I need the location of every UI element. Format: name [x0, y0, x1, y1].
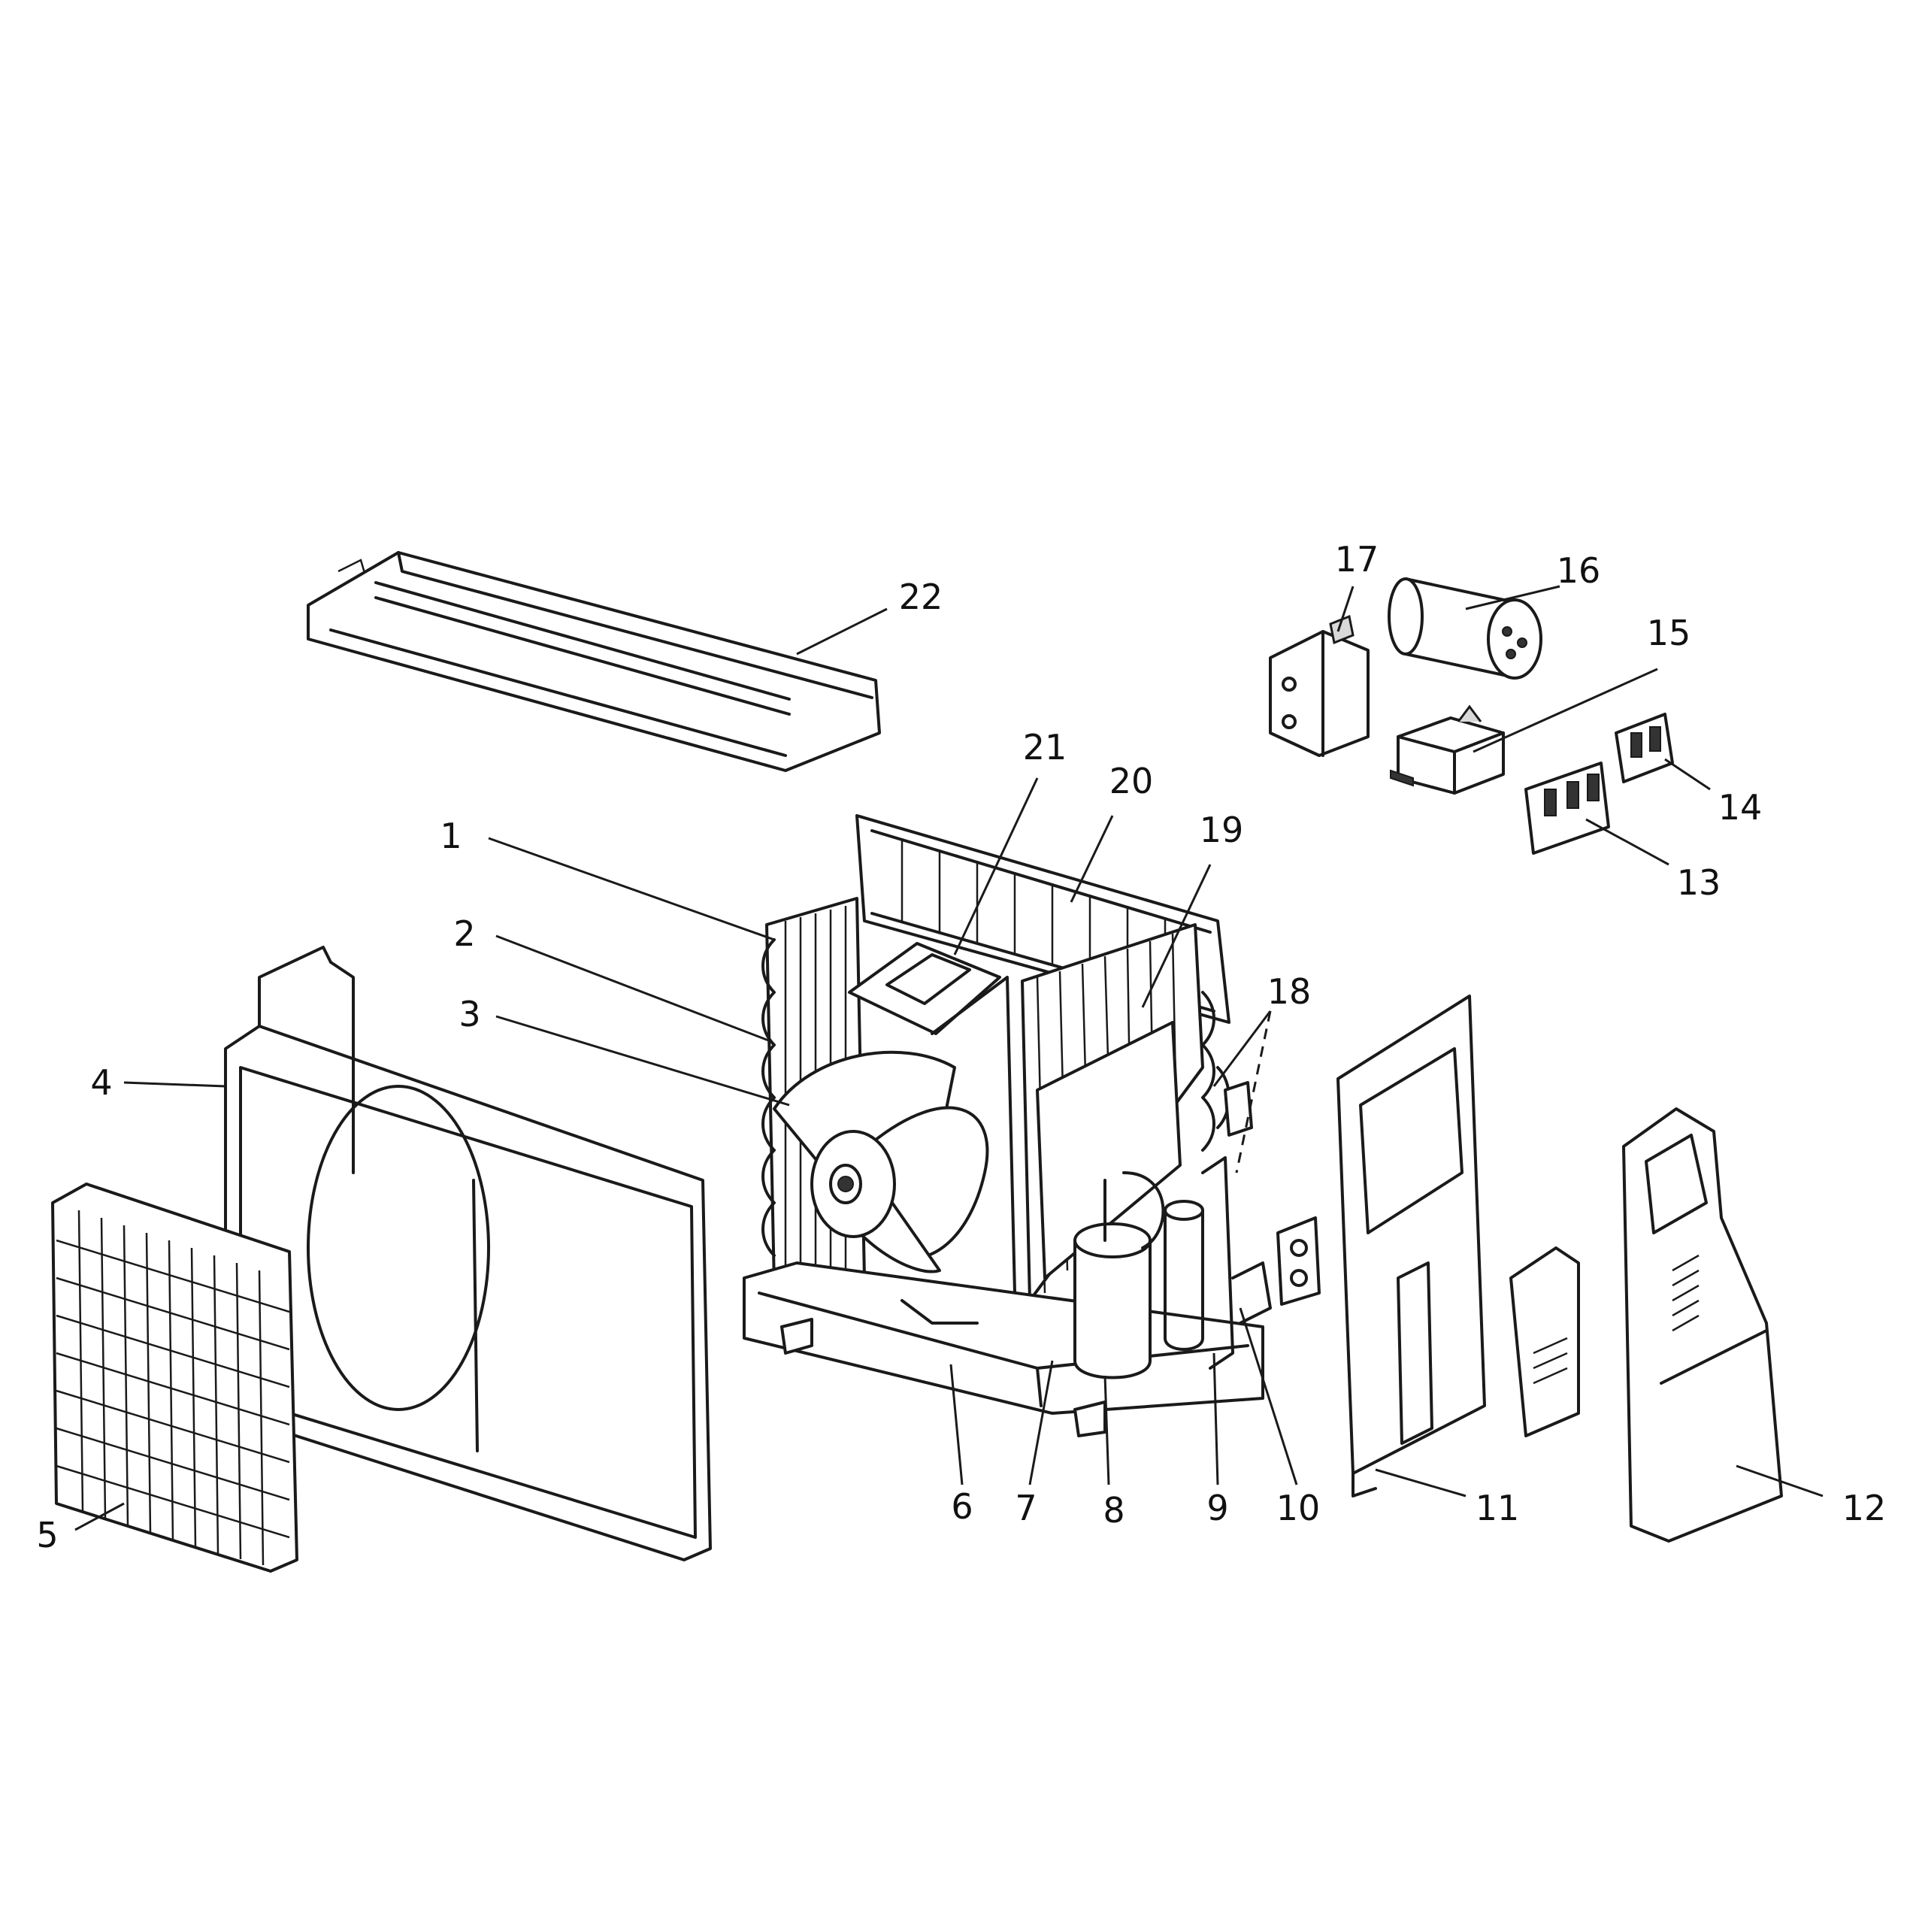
part-16-capacitor [1388, 577, 1542, 680]
callout-19: 19 [1200, 810, 1244, 850]
callout-6: 6 [951, 1486, 973, 1527]
callout-11: 11 [1476, 1488, 1520, 1528]
part-18-small-bracket [1276, 1216, 1321, 1306]
part-15-relay [1390, 704, 1505, 795]
callout-21: 21 [1023, 727, 1067, 768]
part-3-fan [773, 1050, 989, 1273]
part-17-contactor [1269, 614, 1370, 757]
part-11-side-panel [1336, 995, 1486, 1497]
callout-3: 3 [459, 994, 480, 1034]
callout-5: 5 [36, 1515, 58, 1555]
part-4-front-panel [224, 946, 712, 1561]
part-5-front-grille [51, 1183, 298, 1573]
part-9-10-valves [1201, 1066, 1272, 1370]
part-19-partition [1021, 923, 1215, 1302]
callout-12: 12 [1842, 1488, 1887, 1528]
callout-20: 20 [1109, 761, 1154, 801]
callout-4: 4 [90, 1062, 112, 1103]
part-22-top-cover [307, 551, 881, 772]
part-8-compressor [1073, 1171, 1204, 1379]
callout-14: 14 [1718, 787, 1763, 828]
callout-10: 10 [1276, 1488, 1321, 1528]
callout-13: 13 [1677, 862, 1721, 903]
callout-17: 17 [1335, 539, 1379, 580]
callout-9: 9 [1206, 1488, 1228, 1528]
callout-2: 2 [453, 913, 475, 954]
terminal-cover [1509, 1246, 1580, 1437]
callout-8: 8 [1103, 1490, 1124, 1531]
callout-15: 15 [1647, 613, 1691, 653]
callout-16: 16 [1557, 550, 1601, 591]
part-14-terminal-block [1615, 713, 1674, 783]
callout-22: 22 [899, 577, 943, 617]
callout-7: 7 [1015, 1488, 1037, 1528]
leader-lines [74, 585, 1824, 1531]
part-13-terminal-block [1524, 762, 1610, 855]
callout-labels: 1 2 3 4 5 6 7 8 9 10 11 12 13 14 15 16 1… [36, 539, 1886, 1555]
callout-1: 1 [440, 816, 462, 856]
part-12-side-cover [1622, 1107, 1783, 1543]
callout-18: 18 [1267, 971, 1312, 1012]
